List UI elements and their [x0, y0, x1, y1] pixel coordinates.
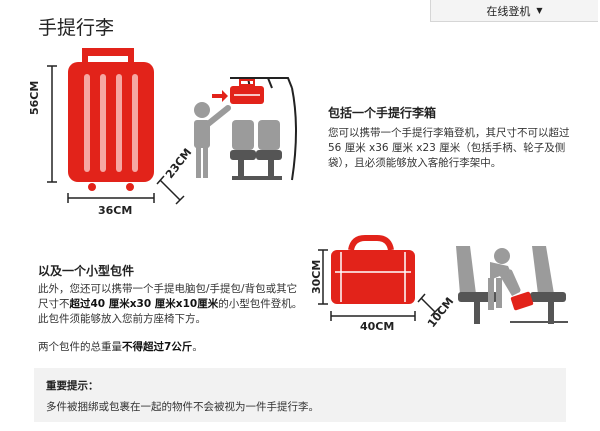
cabin-bag-description: 您可以携带一个手提行李箱登机，其尺寸不可以超过 56 厘米 x36 厘米 x23…	[328, 126, 578, 171]
cabin-bag-desc-line: 您可以携带一个手提行李箱登机，其尺寸不可以超过	[328, 127, 570, 139]
cabin-bag-heading: 包括一个手提行李箱	[328, 106, 437, 120]
under-seat-illustration	[456, 246, 568, 324]
suitcase-wheel	[88, 183, 96, 191]
suitcase-wheel	[126, 183, 134, 191]
small-item-text: 的小型包件登机。	[218, 298, 303, 310]
small-bag-width-label: 40CM	[360, 320, 395, 333]
overhead-bin-illustration	[194, 77, 297, 181]
total-weight-text: 。	[192, 341, 203, 353]
small-item-desc-line: 尺寸不超过40 厘米x30 厘米x10厘米的小型包件登机。	[38, 297, 308, 312]
small-item-size-limit: 超过40 厘米x30 厘米x10厘米	[69, 298, 219, 310]
small-bag-body	[331, 250, 415, 304]
online-checkin-label: 在线登机	[486, 4, 531, 18]
small-item-heading: 以及一个小型包件	[38, 264, 135, 278]
important-notice-box: 重要提示： 多件被捆绑或包裹在一起的物件不会被视为一件手提行李。	[34, 368, 566, 422]
small-item-text: 尺寸不	[38, 298, 70, 310]
person-head	[494, 248, 510, 264]
total-weight-note: 两个包件的总重量不得超过7公斤。	[38, 340, 203, 355]
person-head	[194, 102, 210, 118]
cabin-bag-desc-line: 56 厘米 x36 厘米 x23 厘米（包括手柄、轮子及侧	[328, 142, 566, 154]
cabin-bag-desc-line: 袋），且必须能够放入客舱行李架中。	[328, 157, 502, 169]
online-checkin-dropdown[interactable]: 在线登机 ▼	[430, 0, 598, 22]
caret-down-icon: ▼	[536, 6, 543, 15]
page-title: 手提行李	[38, 17, 115, 39]
notice-title: 重要提示：	[46, 380, 99, 392]
small-item-desc-line: 此包件须能够放入您前方座椅下方。	[38, 313, 206, 325]
total-weight-text: 两个包件的总重量	[38, 341, 122, 353]
suitcase-width-label: 36CM	[98, 204, 133, 217]
notice-body: 多件被捆绑或包裹在一起的物件不会被视为一件手提行李。	[46, 401, 319, 413]
small-item-desc-line: 此外，您还可以携带一个手提电脑包/手提包/背包或其它	[38, 283, 298, 295]
small-item-description: 此外，您还可以携带一个手提电脑包/手提包/背包或其它 尺寸不超过40 厘米x30…	[38, 282, 308, 327]
total-weight-limit: 不得超过7公斤	[122, 341, 193, 353]
suitcase-handle	[82, 48, 134, 56]
small-bag-height-label: 30CM	[310, 259, 323, 294]
small-bag-illustration	[318, 235, 440, 321]
bag-under-seat	[510, 291, 534, 311]
suitcase-body	[68, 62, 154, 182]
cabin-suitcase-illustration	[47, 48, 185, 205]
arrow-right-icon	[212, 90, 228, 102]
suitcase-height-label: 56CM	[28, 80, 41, 115]
